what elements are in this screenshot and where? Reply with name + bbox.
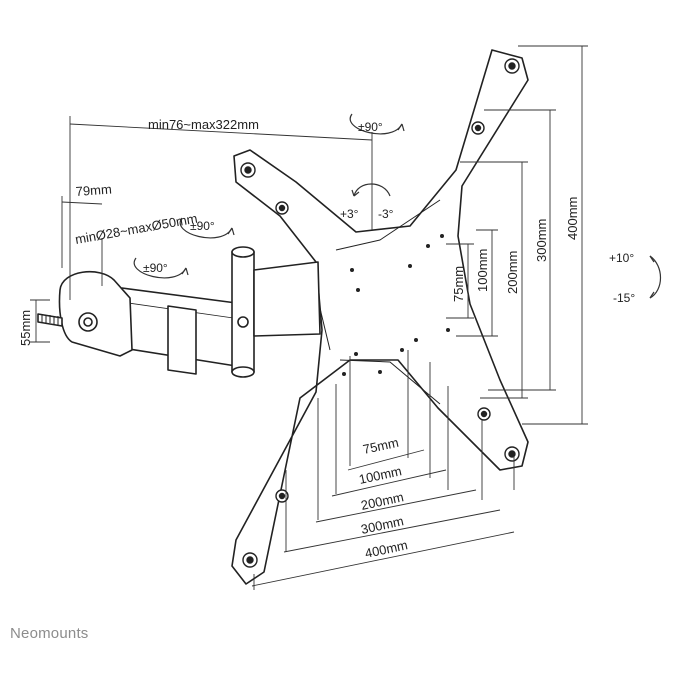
arm-sleeve	[167, 305, 197, 375]
clamp-body	[58, 271, 133, 357]
tilt-minus-label: -15°	[613, 291, 635, 305]
vesa-h-300-label: 300mm	[360, 513, 406, 537]
arm-assembly	[109, 246, 321, 378]
plate-small-holes	[342, 234, 450, 376]
hinge-top	[231, 246, 255, 258]
dimension-lines	[30, 45, 588, 590]
pole-clamp	[37, 271, 133, 357]
hinge-bottom	[231, 366, 255, 378]
hinge-cylinder	[231, 251, 255, 373]
vesa-h-200-label: 200mm	[360, 489, 406, 513]
vesa-h-75-label: 75mm	[362, 435, 400, 457]
plate-holes	[240, 58, 520, 568]
swivel-left-arrow	[133, 257, 187, 279]
level-minus-label: -3°	[378, 207, 394, 221]
clamp-offset-label: 79mm	[75, 182, 112, 199]
tilt-plus-label: +10°	[609, 251, 634, 265]
vesa-v-300-label: 300mm	[534, 219, 549, 262]
tilt-arrow	[649, 255, 662, 299]
arm-length-label: min76~max322mm	[148, 117, 259, 132]
rotation-arrows	[133, 113, 662, 299]
swivel-left-label: ±90°	[143, 261, 168, 275]
swivel-mid-arrow	[179, 217, 233, 239]
level-arrow	[353, 183, 391, 197]
vesa-h-100-label: 100mm	[358, 463, 404, 487]
vesa-v-75-label: 75mm	[451, 266, 466, 302]
brand-logo: Neomounts	[10, 625, 89, 642]
vesa-v-200-label: 200mm	[505, 251, 520, 294]
rotation-labels: ±90° ±90° ±90° +3° -3° +10° -15°	[143, 120, 635, 305]
vesa-v-400-label: 400mm	[565, 197, 580, 240]
clamp-height-label: 55mm	[18, 310, 33, 346]
vesa-v-100-label: 100mm	[475, 249, 490, 292]
vesa-h-400-label: 400mm	[364, 537, 410, 561]
swivel-top-arrow	[349, 113, 403, 135]
level-plus-label: +3°	[340, 207, 359, 221]
swivel-top-label: ±90°	[358, 120, 383, 134]
arm-bracket	[253, 261, 321, 337]
swivel-mid-label: ±90°	[190, 219, 215, 233]
pole-diameter-label: minØ28~maxØ50mm	[74, 211, 199, 247]
